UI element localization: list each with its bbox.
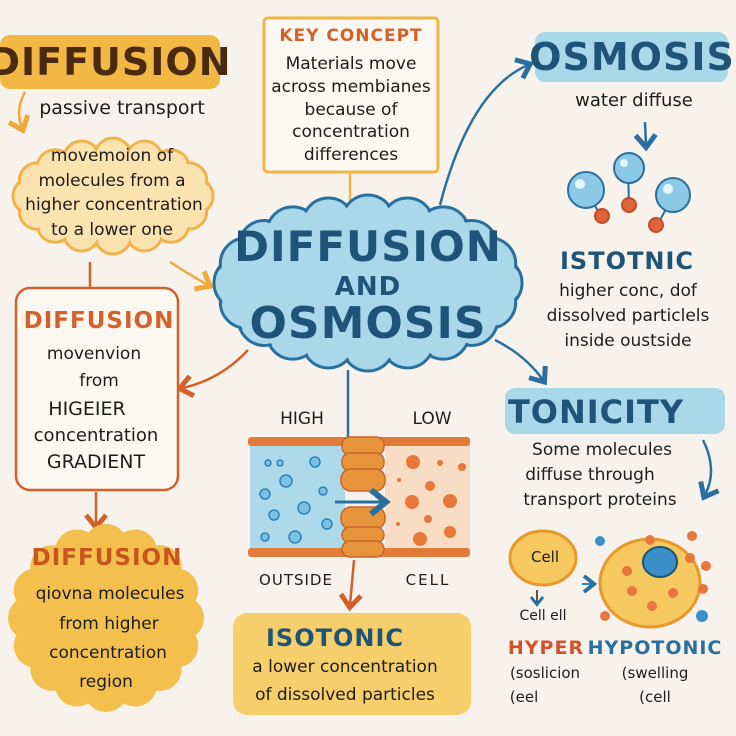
small-cell-caption: Cell ell: [519, 608, 567, 624]
text-line: concentration: [292, 122, 410, 142]
text-line: HIGEIER: [48, 398, 126, 420]
membrane-outside-label: OUTSIDE: [259, 571, 333, 589]
text-line: concentration: [49, 643, 167, 663]
hyper-line-1: (soslicion: [509, 664, 581, 682]
hypotonic-line-1: (swelling: [621, 664, 689, 682]
main-title-cloud: [212, 193, 524, 373]
main-title-line3: OSMOSIS: [249, 298, 487, 349]
text-line: of dissolved particles: [255, 685, 435, 705]
text-line: from higher: [59, 614, 159, 634]
main-title-line2: AND: [334, 272, 402, 302]
text-line: across membianes: [271, 77, 431, 97]
isotonic-box: [233, 613, 471, 715]
gradient-box-title: DIFFUSION: [23, 308, 175, 334]
tonicity-title: TONICITY: [507, 393, 685, 431]
cell-illustrations: [508, 529, 711, 629]
hyper-label: HYPER: [507, 637, 585, 659]
region-cloud-title: DIFFUSION: [31, 545, 183, 571]
connectors: [7, 57, 720, 612]
region-cloud: [8, 524, 204, 712]
text-line: higher concentration: [25, 195, 203, 215]
hyper-line-2: (eel: [509, 688, 539, 706]
text-line: a lower concentration: [252, 657, 438, 677]
text-line: diffuse through: [525, 465, 655, 485]
definition-cloud: [11, 136, 215, 256]
istotnic-title: ISTOTNIC: [560, 247, 694, 275]
osmosis-box: [535, 32, 728, 82]
membrane-high-label: HIGH: [280, 409, 324, 429]
text-line: transport proteins: [523, 490, 677, 510]
text-line: from: [79, 371, 119, 391]
text-line: movemoion of: [50, 146, 174, 166]
gradient-box: [14, 286, 180, 492]
membrane-low-label: LOW: [412, 409, 452, 429]
text-line: because of: [304, 100, 398, 120]
osmosis-title: OSMOSIS: [529, 35, 735, 79]
diffusion-header-box: [0, 35, 220, 89]
text-line: differences: [303, 145, 399, 165]
main-title-line1: DIFFUSION: [234, 222, 502, 271]
membrane-diagram: [248, 436, 470, 558]
text-line: GRADIENT: [46, 451, 146, 473]
text-line: qiovna molecules: [35, 584, 185, 604]
text-line: higher conc, dof: [559, 281, 697, 301]
tonicity-box: [505, 388, 725, 434]
osmosis-subtitle: water diffuse: [575, 90, 693, 111]
small-cell-label: Cell: [530, 548, 560, 566]
passive-transport-label: passive transport: [39, 97, 205, 119]
hypotonic-label: HYPOTONIC: [587, 637, 723, 659]
text-line: region: [79, 672, 133, 692]
diffusion-header-title: DIFFUSION: [0, 40, 232, 84]
isotonic-title: ISOTONIC: [265, 624, 405, 652]
text-line: movenvion: [46, 344, 142, 364]
text-line: Some molecules: [532, 440, 672, 460]
water-molecules-icon: [567, 152, 691, 233]
membrane-cell-label: CELL: [405, 571, 451, 589]
text-line: molecules from a: [38, 171, 186, 191]
key-concept-title: KEY CONCEPT: [279, 26, 423, 46]
text-line: Materials move: [285, 54, 417, 74]
text-line: inside oustside: [564, 331, 692, 351]
text-line: dissolved particlels: [546, 306, 710, 326]
text-line: concentration: [33, 425, 159, 446]
text-line: to a lower one: [51, 220, 173, 240]
key-concept-box: [262, 16, 440, 174]
hypotonic-line-2: (cell: [639, 688, 671, 706]
